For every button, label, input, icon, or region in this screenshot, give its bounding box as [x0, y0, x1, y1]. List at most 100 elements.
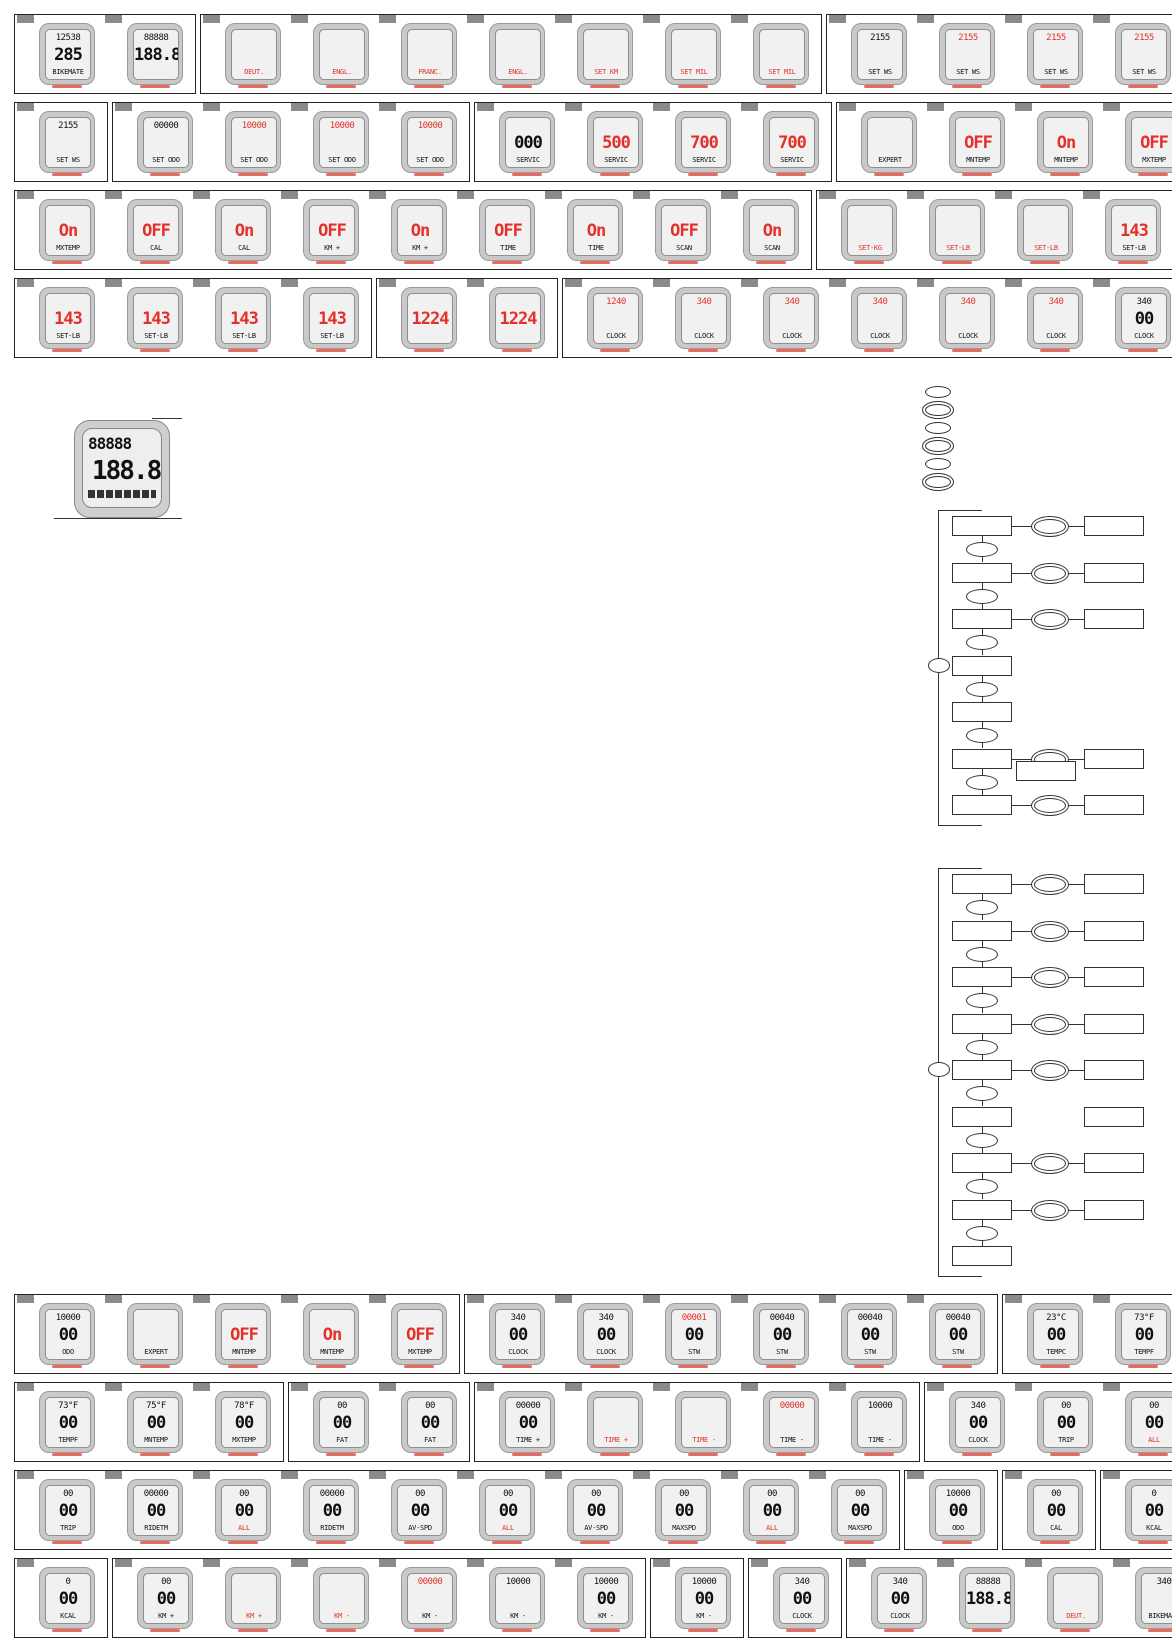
flow-loop-line — [938, 825, 982, 826]
step-tab — [203, 1559, 220, 1567]
button-mark — [756, 1541, 786, 1544]
lcd-main-value: 00 — [420, 1413, 440, 1433]
device-bezel: 00 00 MAXSPD — [831, 1479, 887, 1541]
lcd-screen: KM + — [231, 1573, 277, 1624]
device-bezel: 78°F 00 MXTEMP — [215, 1391, 271, 1453]
lcd-label: CLOCK — [508, 1348, 528, 1356]
step-tab — [633, 1471, 650, 1479]
display-screen: 340 00 CLOCK — [467, 1295, 555, 1373]
lcd-label: SERVIC — [692, 156, 716, 164]
device-bezel: OFF MXTEMP — [1125, 111, 1172, 173]
display-group: 00 00 TRIP 00000 00 RIDETM 00 — [14, 1470, 900, 1550]
device-bezel: 340 00 CLOCK — [871, 1567, 927, 1629]
step-tab — [1103, 1383, 1120, 1391]
lcd-main-value: 700 — [778, 133, 807, 153]
button-mark — [140, 261, 170, 264]
lcd-screen: SET KM — [583, 29, 629, 80]
device-bezel: 10000 00 ODO — [929, 1479, 985, 1541]
lcd-top-line: 340 — [892, 1577, 908, 1587]
button-mark — [962, 1453, 992, 1456]
button-mark — [1050, 1453, 1080, 1456]
lcd-main-value: 00 — [508, 1325, 528, 1345]
flow-loop-line — [938, 1276, 982, 1277]
step-tab — [193, 279, 210, 287]
device-bezel: TIME + — [587, 1391, 643, 1453]
lcd-label: SET ODO — [240, 156, 268, 164]
button-mark — [688, 173, 718, 176]
device-illustration: 88888 188.8 — [74, 420, 170, 518]
device-bezel: 00 00 ALL — [215, 1479, 271, 1541]
button-mark — [326, 1629, 356, 1632]
step-tab — [1093, 279, 1110, 287]
lcd-screen: 340 00 CLOCK — [583, 1309, 629, 1360]
lcd-top-line: 2155 — [870, 33, 890, 43]
display-screen: DEUT. — [203, 15, 291, 93]
step-tab — [17, 1471, 34, 1479]
lcd-label: CLOCK — [890, 1612, 910, 1620]
device-bezel: 00 00 ALL — [1125, 1391, 1172, 1453]
lcd-main-value: OFF — [670, 221, 699, 241]
button-mark — [590, 1365, 620, 1368]
flow-step-box — [952, 1106, 1012, 1127]
lcd-main-value: 00 — [156, 1589, 176, 1609]
lcd-label: CLOCK — [1134, 332, 1154, 340]
device-bezel: 88888 188.8 — [127, 23, 183, 85]
device-bezel: 73°F 00 TEMPF — [1115, 1303, 1171, 1365]
step-tab — [1103, 103, 1120, 111]
button-mark — [140, 1541, 170, 1544]
device-bezel: 00 00 MAXSPD — [655, 1479, 711, 1541]
flow-button-oval — [966, 774, 998, 790]
flow-step-box — [952, 1060, 1012, 1080]
device-bezel: 00 00 ALL — [479, 1479, 535, 1541]
device-bezel: 00000 KM - — [401, 1567, 457, 1629]
display-screen: On TIME — [545, 191, 633, 269]
display-group: 10000 00 ODO — [904, 1470, 998, 1550]
display-group: SET-KG SET-LB SET-LB — [816, 190, 1172, 270]
lcd-main-value: On — [58, 221, 78, 241]
step-tab — [809, 1471, 826, 1479]
lcd-main-value: 00 — [58, 1413, 78, 1433]
step-tab — [1005, 1471, 1022, 1479]
button-mark — [844, 1541, 874, 1544]
display-screen: SET-KG — [819, 191, 907, 269]
button-mark — [228, 1541, 258, 1544]
device-bezel: 0 00 KCAL — [39, 1567, 95, 1629]
lcd-main-value: 700 — [690, 133, 719, 153]
display-screen: 143 SET-LB — [193, 279, 281, 357]
lcd-label: KM + — [324, 244, 340, 252]
lcd-main-value: OFF — [406, 1325, 435, 1345]
display-group: 2155 SET WS 2155 SET WS 2155 — [826, 14, 1172, 94]
button-mark — [678, 1365, 708, 1368]
display-screen: OFF SCAN — [633, 191, 721, 269]
button-mark — [140, 349, 170, 352]
button-mark — [492, 1541, 522, 1544]
lcd-main-value: 00 — [146, 1413, 166, 1433]
lcd-top-line: 00000 — [143, 1489, 169, 1499]
lcd-top-line: 10000 — [417, 121, 443, 131]
lcd-main-value: 00 — [772, 1325, 792, 1345]
button-mark — [414, 173, 444, 176]
step-tab — [193, 1383, 210, 1391]
lcd-label: SET KM — [594, 68, 618, 76]
step-tab — [281, 191, 298, 199]
button-mark — [326, 1453, 356, 1456]
device-bezel: 1240 CLOCK — [587, 287, 643, 349]
lcd-screen: On MNTEMP — [309, 1309, 355, 1360]
lcd-label: SET MIL — [680, 68, 708, 76]
button-mark — [864, 1453, 894, 1456]
display-screen: SET-LB — [907, 191, 995, 269]
display-screen: 00 00 ALL — [721, 1471, 809, 1549]
step-tab — [555, 1559, 572, 1567]
lcd-main-value: 188.8 — [134, 45, 179, 65]
button-mark — [404, 1365, 434, 1368]
button-mark — [414, 1453, 444, 1456]
lcd-screen: 12538 285 BIKEMATE — [45, 29, 91, 80]
button-mark — [1138, 1453, 1168, 1456]
display-screen: 1224 — [467, 279, 555, 357]
flow-branch-oval — [1034, 1063, 1066, 1078]
button-mark — [1138, 1541, 1168, 1544]
lcd-label: MAXSPD — [672, 1524, 696, 1532]
button-mark — [52, 1541, 82, 1544]
display-screen: 00040 00 STW — [819, 1295, 907, 1373]
button-mark — [502, 85, 532, 88]
